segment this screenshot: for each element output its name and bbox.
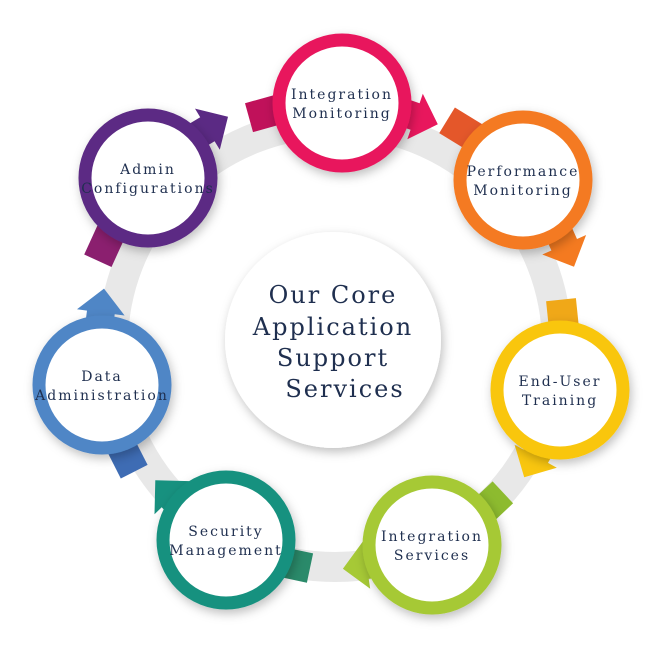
center-title-line-2: Application [252,313,413,341]
data-administration-label-line-1: Data [81,369,123,385]
end-user-training-label-line-2: Training [522,393,598,409]
security-management-label-line-1: Security [188,524,263,540]
admin-configurations-label-line-1: Admin [119,162,176,178]
integration-monitoring-label-line-1: Integration [291,87,393,103]
security-management-label-line-2: Management [169,543,283,559]
end-user-training-label-line-1: End-User [519,374,602,390]
integration-services-label-line-1: Integration [381,529,483,545]
admin-configurations-ring [78,108,218,248]
center-title-line-3: Support [277,344,389,372]
admin-configurations-label-line-2: Configurations [81,181,215,197]
performance-monitoring-label-line-2: Monitoring [473,183,572,199]
security-management-ring [156,470,296,610]
performance-monitoring-label-line-1: Performance [467,164,580,180]
center-circle: Our Core Application Support Services [225,232,441,448]
integration-monitoring-label-line-2: Monitoring [292,106,391,122]
integration-monitoring-ring [272,33,412,173]
data-administration-ring [32,315,172,455]
end-user-training-ring [490,320,630,460]
integration-services-ring [362,475,502,615]
integration-services-label-line-2: Services [394,548,470,564]
center-title-line-4: Services [285,375,404,403]
data-administration-label-line-2: Administration [34,388,169,404]
performance-monitoring-ring [453,110,593,250]
center-title-line-1: Our Core [269,281,398,309]
